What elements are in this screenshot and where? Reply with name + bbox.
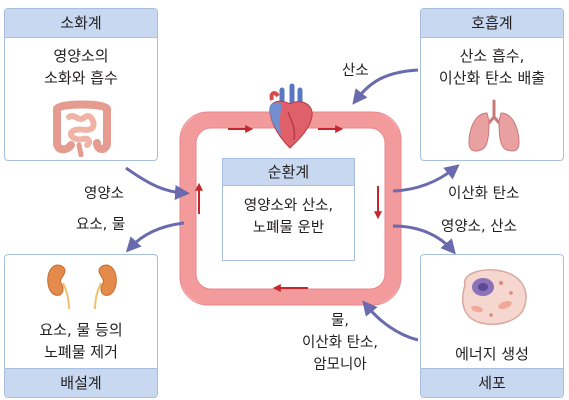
cell-icon	[455, 265, 531, 329]
heart-icon	[262, 82, 320, 152]
digestive-box: 소화계 영양소의 소화와 흡수	[4, 8, 158, 161]
urea-water-arrow	[130, 223, 184, 248]
waste-label: 물, 이산화 탄소, 암모니아	[285, 310, 395, 376]
circulatory-box: 순환계 영양소와 산소, 노폐물 운반	[222, 158, 355, 261]
respiratory-description: 산소 흡수, 이산화 탄소 배출	[421, 45, 563, 89]
cell-description: 에너지 생성	[421, 343, 563, 365]
co2-arrow	[393, 168, 455, 191]
intestine-icon	[49, 99, 115, 157]
nutrients-oxygen-label: 영양소, 산소	[441, 216, 517, 238]
excretory-box: 요소, 물 등의 노폐물 제거 배설계	[4, 254, 158, 398]
lungs-icon	[465, 99, 523, 155]
cell-title: 세포	[421, 368, 563, 397]
excretory-description: 요소, 물 등의 노폐물 제거	[5, 319, 157, 363]
urea-water-label: 요소, 물	[76, 214, 125, 236]
co2-label: 이산화 탄소	[448, 183, 519, 205]
nutrients-arrow	[126, 168, 184, 193]
circulatory-title: 순환계	[223, 159, 354, 186]
digestive-description: 영양소의 소화와 흡수	[5, 45, 157, 89]
kidneys-icon	[43, 261, 121, 311]
respiratory-title: 호흡계	[421, 9, 563, 38]
nutrients-label: 영양소	[84, 183, 124, 205]
respiratory-box: 호흡계 산소 흡수, 이산화 탄소 배출	[420, 8, 564, 161]
cell-box: 에너지 생성 세포	[420, 254, 564, 398]
oxygen-label: 산소	[342, 60, 369, 82]
excretory-title: 배설계	[5, 368, 157, 397]
circulatory-description: 영양소와 산소, 노폐물 운반	[223, 195, 354, 239]
digestive-title: 소화계	[5, 9, 157, 38]
